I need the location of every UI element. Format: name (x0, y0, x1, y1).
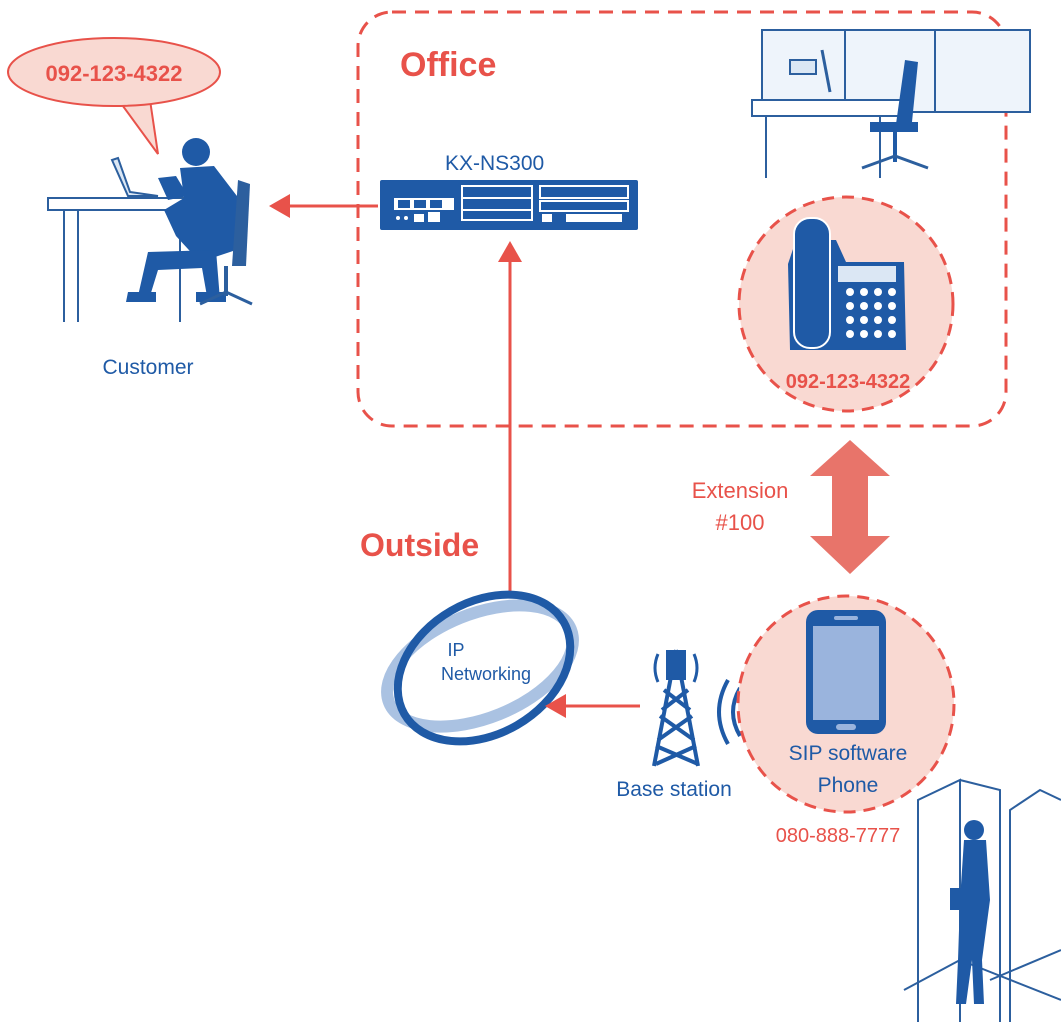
pbx-unit-icon (380, 180, 638, 230)
extension-double-arrow (810, 440, 890, 574)
office-label: Office (400, 46, 496, 84)
pbx-label: KX-NS300 (445, 152, 544, 175)
customer-bubble-number: 092-123-4322 (45, 61, 182, 86)
office-desk-icon (751, 29, 1031, 178)
mobile-user-in-city-icon (903, 778, 1061, 1022)
cell-tower-icon (652, 649, 700, 767)
customer-speech-bubble (7, 37, 221, 155)
smartphone-label-line1: SIP software (789, 742, 908, 765)
office-region (356, 10, 1008, 428)
extension-label-line1: Extension (692, 478, 789, 503)
ip-network-ring-icon (381, 590, 579, 746)
desk-phone-icon (788, 217, 906, 350)
network-label-line1: IP (447, 640, 464, 660)
extension-label-line2: #100 (716, 510, 765, 535)
smartphone-number: 080-888-7777 (776, 825, 901, 847)
customer-at-desk-icon (47, 138, 253, 322)
smartphone-label-line2: Phone (818, 774, 879, 797)
smartphone-icon (806, 610, 886, 734)
office-phone-number: 092-123-4322 (786, 371, 911, 393)
network-label-line2: Networking (441, 664, 531, 684)
base-station-label: Base station (616, 778, 732, 801)
outside-label: Outside (360, 527, 479, 563)
customer-label: Customer (102, 356, 193, 379)
